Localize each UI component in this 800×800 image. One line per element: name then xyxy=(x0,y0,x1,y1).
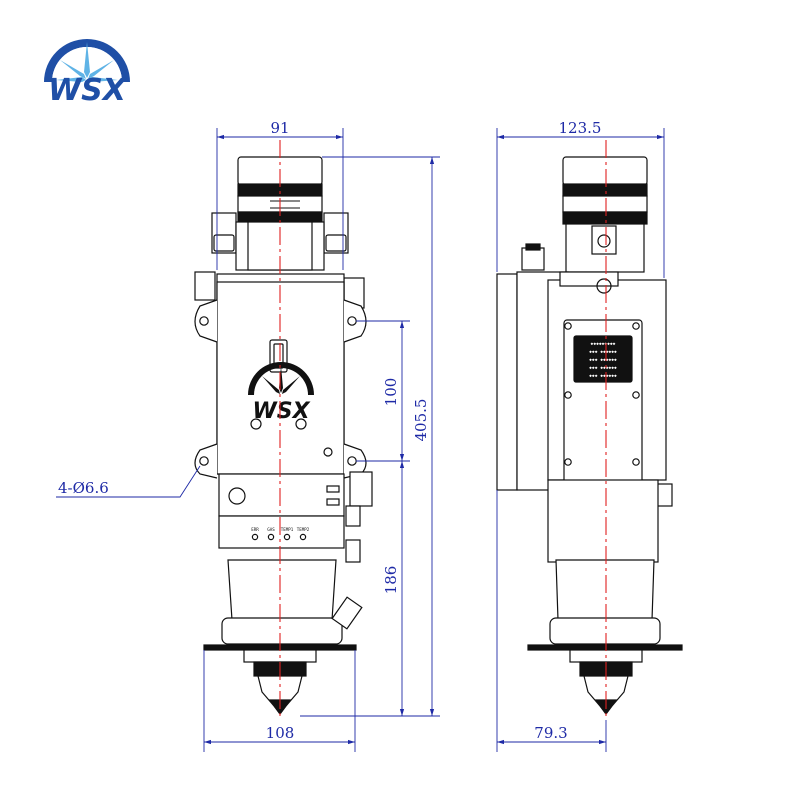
dim-label-bottom-width: 108 xyxy=(266,724,295,742)
dim-label-holes: 4-Ø6.6 xyxy=(58,479,109,497)
led-indicator xyxy=(283,533,291,541)
body-logo: WSX xyxy=(248,362,314,424)
screw xyxy=(250,418,262,430)
svg-text:◆◆◆◆◆◆◆◆◆: ◆◆◆◆◆◆◆◆◆ xyxy=(591,342,616,347)
lower-panel xyxy=(218,473,345,517)
svg-text:◆◆◆ ◆◆◆◆◆◆: ◆◆◆ ◆◆◆◆◆◆ xyxy=(589,366,617,371)
dim-label-side-top-width: 123.5 xyxy=(559,119,602,137)
ear-top-right xyxy=(343,299,367,343)
star-icon xyxy=(56,42,118,82)
side-view xyxy=(496,156,683,716)
wsx-logo: WSX xyxy=(44,39,130,108)
left-connector xyxy=(194,271,216,301)
nameplate xyxy=(573,335,633,383)
logo-ring xyxy=(44,39,130,82)
dim-label-lower-height: 186 xyxy=(382,566,400,595)
window-slot xyxy=(269,339,288,373)
collar-left-block xyxy=(211,212,237,254)
screw xyxy=(323,447,333,457)
hole-leader xyxy=(56,465,201,498)
side-top-ring xyxy=(562,183,648,197)
side-fitting xyxy=(331,596,363,630)
collar-left-screw xyxy=(213,234,235,252)
gas-fitting xyxy=(349,471,373,507)
dim-label-hole-spacing: 100 xyxy=(382,378,400,407)
front-view xyxy=(194,156,373,716)
label-temp1: TEMP1 xyxy=(281,527,294,532)
mount-hole xyxy=(199,456,209,466)
arrow-left-right-icon xyxy=(270,200,300,209)
label-temp2: TEMP2 xyxy=(297,527,310,532)
led-indicator xyxy=(267,533,275,541)
ear-top-left xyxy=(194,299,218,343)
gas-valve xyxy=(345,505,361,527)
side-screw xyxy=(596,278,612,294)
svg-text:◆◆◆ ◆◆◆◆◆◆: ◆◆◆ ◆◆◆◆◆◆ xyxy=(589,374,617,379)
label-err: ERR xyxy=(251,527,259,532)
ear-bottom-left xyxy=(194,443,218,479)
indicator-panel xyxy=(218,515,345,549)
side-top-cap xyxy=(562,156,648,186)
mount-hole xyxy=(199,316,209,326)
lower-housing xyxy=(227,559,337,621)
housing-ring xyxy=(221,617,343,645)
led-indicator xyxy=(299,533,307,541)
collar-right-screw xyxy=(325,234,347,252)
side-base-plate xyxy=(527,644,683,651)
knob xyxy=(228,487,246,505)
rear-block xyxy=(496,273,518,491)
nameplate-text: ◆◆◆◆◆◆◆◆◆ ◆◆◆ ◆◆◆◆◆◆ ◆◆◆ ◆◆◆◆◆◆ ◆◆◆ ◆◆◆◆… xyxy=(589,342,617,379)
led-indicator xyxy=(251,533,259,541)
logo-text: WSX xyxy=(48,73,128,108)
dim-label-side-bottom-offset: 79.3 xyxy=(534,724,567,742)
panel-labels: ERR GAS TEMP1 TEMP2 xyxy=(251,527,310,532)
label-gas: GAS xyxy=(267,527,275,532)
svg-text:◆◆◆ ◆◆◆◆◆◆: ◆◆◆ ◆◆◆◆◆◆ xyxy=(589,350,617,355)
dimension-lines xyxy=(56,128,665,752)
dim-label-total-height: 405.5 xyxy=(412,399,430,442)
screw xyxy=(295,418,307,430)
side-connector xyxy=(521,247,545,271)
gas-valve xyxy=(345,539,361,563)
side-lower-housing xyxy=(555,559,655,621)
dim-label-top-width: 91 xyxy=(270,119,289,137)
svg-text:◆◆◆ ◆◆◆◆◆◆: ◆◆◆ ◆◆◆◆◆◆ xyxy=(589,358,617,363)
body-logo-text: WSX xyxy=(252,399,310,424)
collar-right-block xyxy=(323,212,349,254)
